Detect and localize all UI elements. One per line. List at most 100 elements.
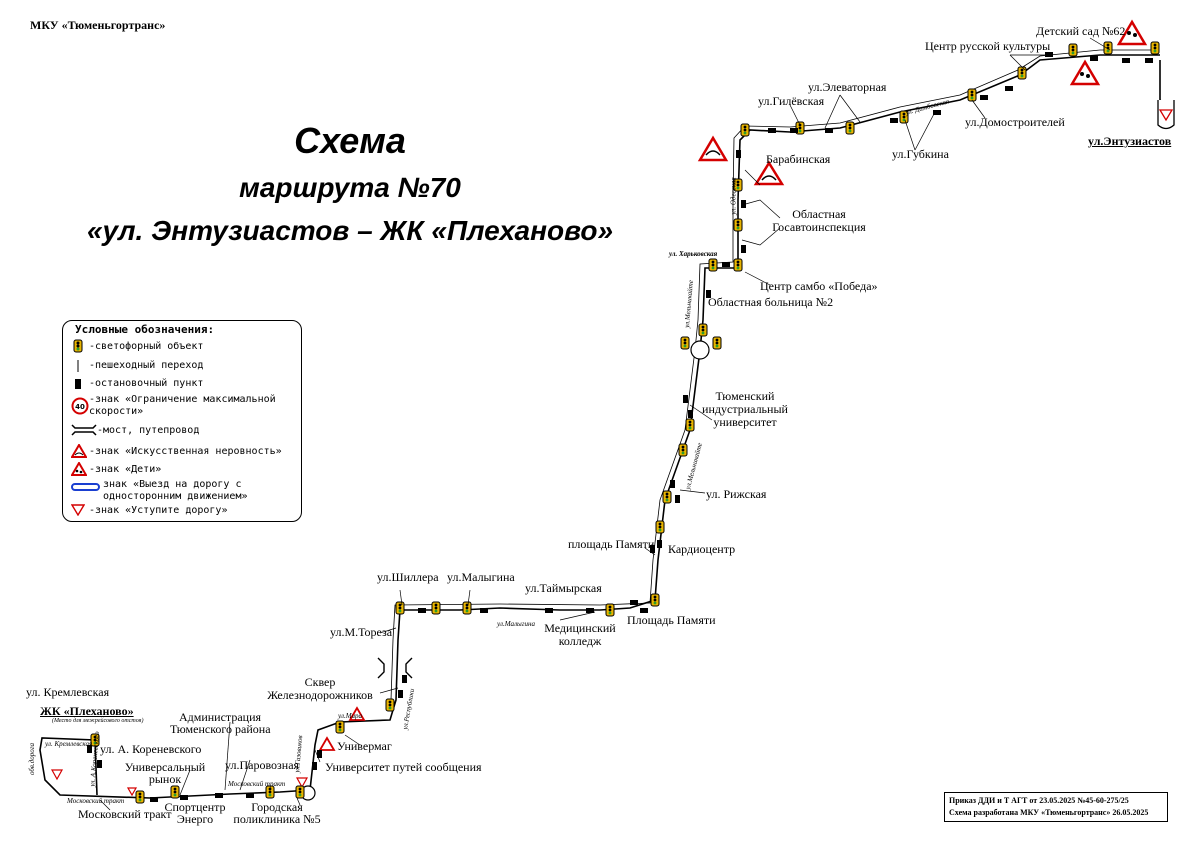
street-label-kharkovskaya: ул. Харьковская: [669, 250, 718, 258]
bus-stop-icon: [87, 745, 92, 753]
stop-korenevskogo: ул. А. Кореневского: [100, 742, 202, 756]
one-way-exit-sign-icon: [71, 482, 101, 495]
stop-market-line2: рынок: [148, 772, 182, 786]
stop-college-line2: колледж: [558, 634, 602, 648]
street-label-moskovsky-trakt: Московский тракт: [228, 780, 286, 788]
traffic-light-icon: [395, 601, 405, 615]
order-info-line2: Схема разработана МКУ «Тюменьгортранс» 2…: [949, 808, 1149, 817]
traffic-light-icon: [655, 520, 665, 534]
stop-gubkina: ул.Губкина: [892, 147, 949, 161]
bus-stop-icon: [586, 608, 594, 613]
map-title: Схема: [294, 120, 406, 161]
traffic-light-icon: [733, 258, 743, 272]
legend-item-text: -светофорный объект: [89, 341, 204, 352]
traffic-light-icon: [605, 603, 615, 617]
bus-stop-icon: [688, 410, 693, 418]
svg-text:40: 40: [75, 403, 85, 411]
speed-bump-sign-icon: [70, 443, 88, 461]
yield-sign-icon: [1158, 109, 1174, 122]
stop-sambo: Центр самбо «Победа»: [760, 279, 878, 293]
traffic-light-icon: [1103, 41, 1113, 55]
bus-stop-icon: [670, 480, 675, 488]
legend-item-text-cont: скорости»: [89, 406, 144, 417]
stop-clinic-line1: Городская: [251, 800, 303, 814]
legend-item-text: -пешеходный переход: [89, 360, 204, 371]
bus-stop-icon: [150, 797, 158, 802]
bus-stop-icon: [675, 495, 680, 503]
bus-stop-icon: [683, 395, 688, 403]
traffic-light-icon: [295, 785, 305, 799]
stop-culture-center: Центр русской культуры: [925, 39, 1051, 53]
stop-univermag: Универмаг: [337, 739, 392, 753]
stop-elevatornaya: ул.Элеваторная: [808, 80, 887, 94]
yield-sign-icon: [50, 769, 64, 781]
traffic-light-icon: [385, 698, 395, 712]
bus-stop-icon: [480, 608, 488, 613]
speed-bump-sign-icon: [753, 160, 785, 186]
bus-stop-icon: [657, 540, 662, 548]
legend-item-text: -знак «Дети»: [89, 464, 162, 475]
stop-barabinskaya: Барабинская: [766, 152, 831, 166]
legend-item-text-cont: односторонним движением»: [103, 491, 248, 502]
bus-stop-icon: [71, 377, 85, 394]
legend-item-text: -знак «Искусственная неровность»: [89, 446, 282, 457]
traffic-light-icon: [740, 123, 750, 137]
stop-memory-square-south: Площадь Памяти: [627, 613, 716, 627]
yield-sign-icon: [70, 504, 86, 519]
traffic-light-icon: [685, 418, 695, 432]
stop-tiu-line1: Тюменский: [715, 389, 775, 403]
stop-sport-line1: Спортцентр: [164, 800, 226, 814]
stop-admin-line1: Администрация: [178, 710, 262, 724]
stop-tiu-line2: индустриальный: [702, 402, 788, 416]
bus-stop-icon: [790, 128, 798, 133]
children-sign-icon: [70, 461, 88, 479]
traffic-light-icon: [335, 720, 345, 734]
traffic-light-icon: [265, 785, 275, 799]
stop-memory-square-north: площадь Памяти: [568, 537, 655, 551]
bus-stop-icon: [97, 760, 102, 768]
route-number-title: маршрута №70: [239, 172, 461, 203]
bus-stop-icon: [545, 608, 553, 613]
stop-cardiocenter: Кардиоцентр: [668, 542, 736, 556]
stop-gai-line2: Госавтоинспекция: [772, 220, 866, 234]
street-label-malygina: ул.Малыгина: [497, 620, 535, 628]
legend: Условные обозначения: -светофорный объек…: [62, 320, 302, 522]
order-info-box: Приказ ДДИ и Т АГТ от 23.05.2025 №45-60-…: [944, 792, 1168, 822]
bus-stop-icon: [1122, 58, 1130, 63]
stop-college-line1: Медицинский: [544, 621, 616, 635]
bus-stop-icon: [630, 600, 638, 605]
stop-gilevskaya: ул.Гилёвская: [758, 94, 825, 108]
street-label-odesskaya: ул. Одесская: [729, 177, 738, 215]
bridge-icon: [377, 657, 413, 679]
bus-stop-icon: [980, 95, 988, 100]
traffic-light-icon: [71, 339, 85, 356]
bus-stop-icon: [398, 690, 403, 698]
traffic-light-icon: [462, 601, 472, 615]
street-label-kremlevskaya: ул. Кремлевская: [45, 740, 93, 748]
legend-item-text: -мост, путепровод: [97, 425, 200, 436]
bus-stop-icon: [736, 150, 741, 158]
children-sign-icon: [1069, 59, 1101, 86]
roundabout-icon: [690, 340, 710, 360]
bus-stop-icon: [215, 793, 223, 798]
stop-market-line1: Универсальный: [124, 760, 206, 774]
bus-stop-icon: [1045, 52, 1053, 57]
bus-stop-icon: [768, 128, 776, 133]
stop-shillera: ул.Шиллера: [377, 570, 439, 584]
children-sign-icon: [1116, 19, 1148, 46]
stop-tiu-line3: университет: [713, 415, 777, 429]
street-label-mira: ул.Мира: [338, 712, 363, 720]
traffic-light-icon: [708, 258, 718, 272]
traffic-light-icon: [431, 601, 441, 615]
bus-stop-icon: [650, 545, 655, 553]
legend-item-text: -остановочный пункт: [89, 378, 204, 389]
traffic-light-icon: [170, 785, 180, 799]
stop-square-line2: Железнодорожников: [267, 688, 373, 702]
bus-stop-icon: [1005, 86, 1013, 91]
yield-sign-icon: [126, 787, 138, 797]
crosswalk-icon: [71, 359, 85, 376]
terminal-stop-entuziastov: ул.Энтузиастов: [1088, 134, 1172, 148]
stop-kremlevskaya: ул. Кремлевская: [26, 685, 110, 699]
leader-lines: [94, 37, 1111, 811]
